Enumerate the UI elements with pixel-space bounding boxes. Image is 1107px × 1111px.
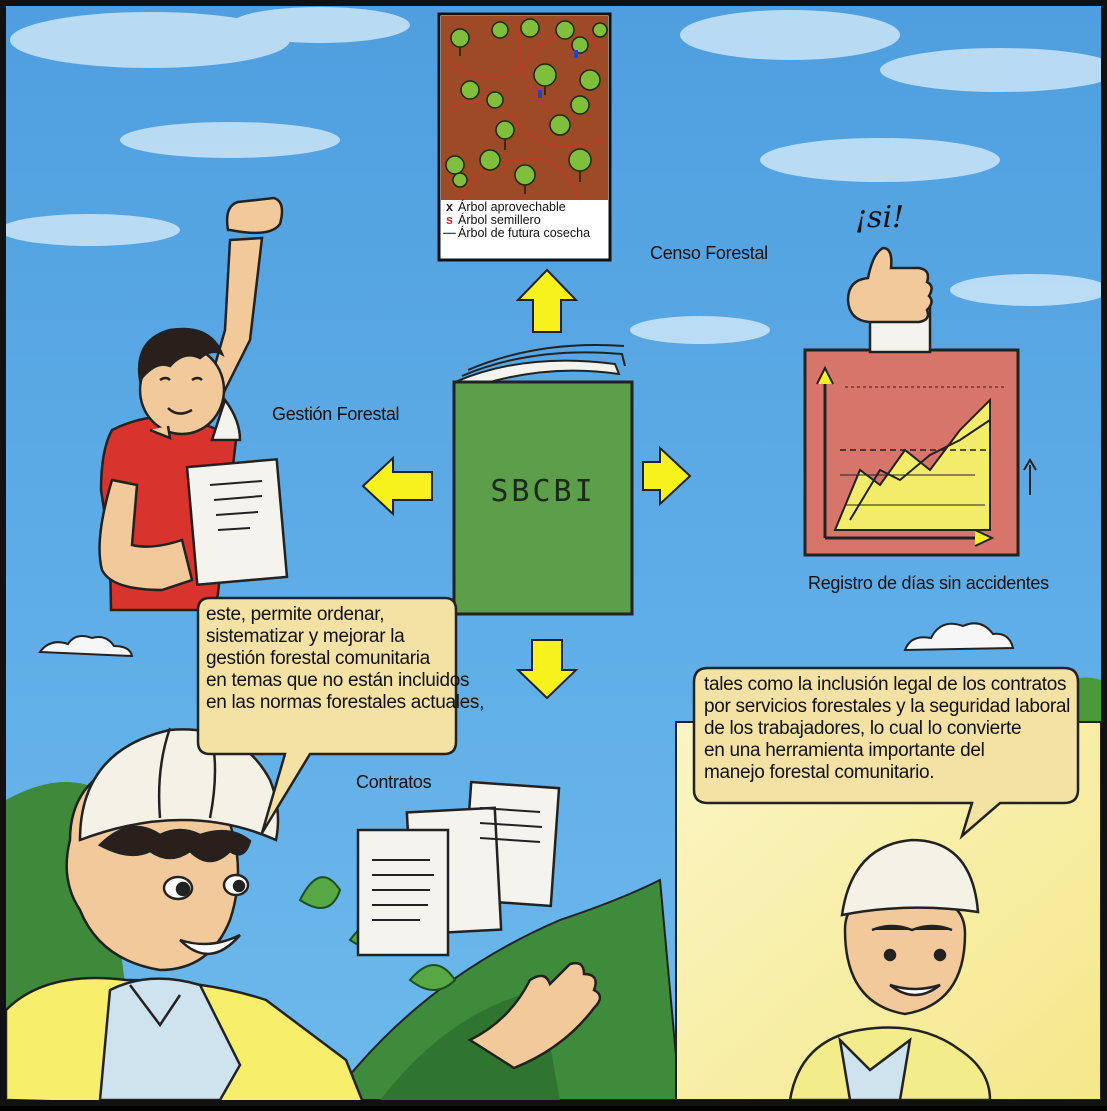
arrow-left	[361, 455, 433, 517]
thumbs-up-hand	[846, 246, 933, 354]
speech-line: en temas que no están incluidos	[206, 670, 470, 691]
cloud-right	[903, 622, 1015, 652]
speech-line: sistematizar y mejorar la	[206, 626, 405, 647]
map-trees	[445, 18, 608, 188]
legend-item: — Árbol de futura cosecha	[443, 227, 608, 240]
speech-line: de los trabajadores, lo cual lo conviert…	[704, 718, 1022, 739]
legend-label: Árbol semillero	[458, 213, 541, 227]
arrow-up	[515, 268, 579, 333]
speech-line: por servicios forestales y la seguridad …	[704, 696, 1071, 717]
forest-census-map	[437, 12, 612, 262]
sky-clouds	[0, 7, 1107, 344]
contract-documents	[356, 780, 561, 957]
legend-item: s Árbol semillero	[443, 214, 608, 227]
boy-red-shirt	[98, 196, 289, 612]
legend-label: Árbol de futura cosecha	[458, 226, 591, 240]
book-title: SBCBI	[490, 474, 596, 509]
x-icon: x	[446, 200, 453, 214]
speech-line: gestión forestal comunitaria	[206, 648, 430, 669]
speech-line: tales como la inclusión legal de los con…	[704, 674, 1067, 695]
safety-chart	[803, 348, 1037, 557]
legend-label: Árbol aprovechable	[458, 200, 566, 214]
speech-text-left: este, permite ordenar, sistematizar y me…	[206, 604, 484, 714]
arrows	[361, 268, 692, 700]
arrow-down	[515, 639, 579, 700]
book	[452, 344, 634, 616]
arrow-right	[642, 445, 692, 507]
worker-right	[788, 838, 992, 1102]
label-registro: Registro de días sin accidentes	[808, 573, 1049, 593]
label-gestion: Gestión Forestal	[272, 404, 400, 424]
speech-line: este, permite ordenar,	[206, 604, 385, 625]
worker-left	[4, 727, 602, 1111]
speech-line: manejo forestal comunitario.	[704, 762, 935, 783]
map-legend: x Árbol aprovechable s Árbol semillero —…	[443, 201, 608, 240]
speech-bubble-left	[196, 596, 458, 834]
speech-line: en una herramienta importante del	[704, 740, 985, 761]
label-contratos: Contratos	[356, 772, 432, 792]
cloud-left	[38, 635, 134, 658]
legend-item: x Árbol aprovechable	[443, 201, 608, 214]
seed-tree-icon: s	[446, 213, 453, 227]
label-censo: Censo Forestal	[650, 243, 768, 263]
speech-text-right: tales como la inclusión legal de los con…	[704, 674, 1070, 784]
speech-bubble-right	[692, 666, 1080, 840]
future-harvest-icon: —	[443, 226, 456, 240]
speech-line: en las normas forestales actuales,	[206, 692, 485, 713]
exclamation-text: ¡si!	[855, 200, 905, 235]
